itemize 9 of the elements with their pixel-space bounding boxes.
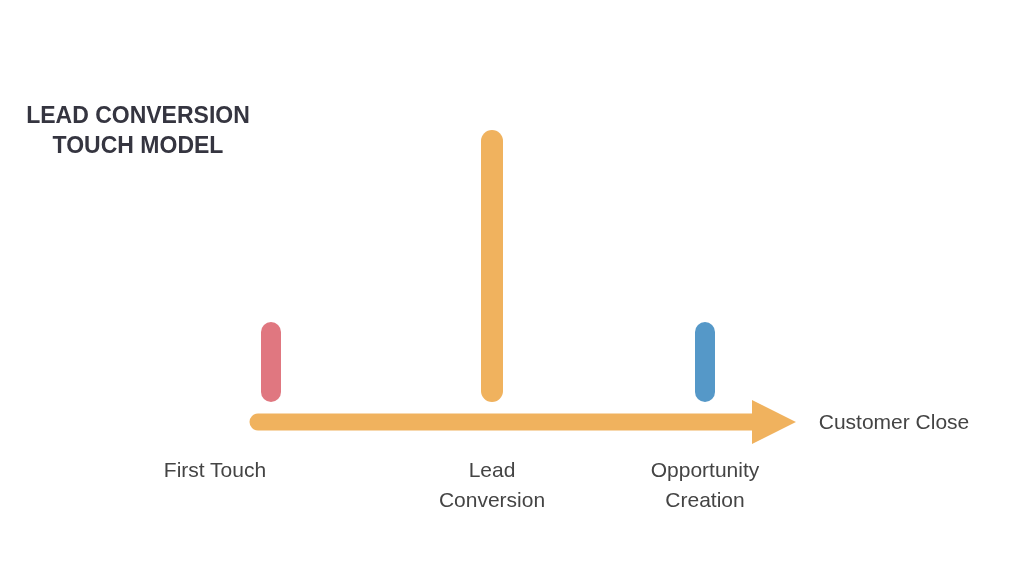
- title: LEAD CONVERSION TOUCH MODEL: [25, 101, 251, 160]
- bar-caption: Opportunity Creation: [649, 457, 761, 513]
- timeline-arrow: [249, 399, 796, 445]
- end-label: Customer Close: [805, 407, 983, 437]
- bar-caption: Lead Conversion: [437, 457, 547, 513]
- bar: [261, 322, 281, 402]
- bar-caption: First Touch: [162, 457, 268, 483]
- bar: [695, 322, 715, 402]
- bar: [481, 130, 503, 402]
